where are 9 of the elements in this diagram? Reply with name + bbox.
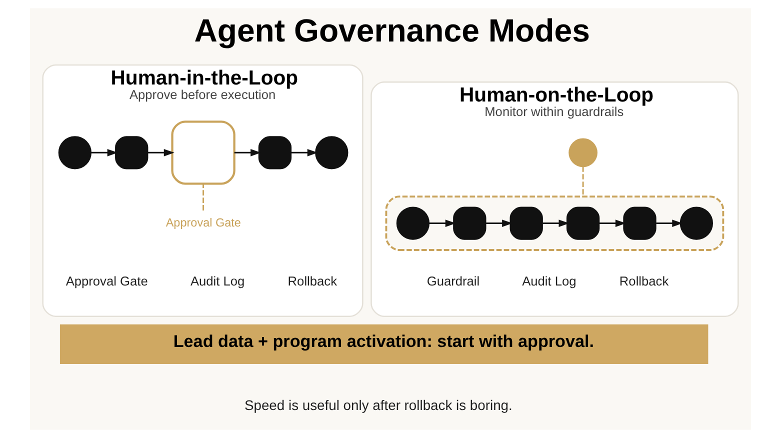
label: Rollback: [287, 273, 337, 288]
label: Audit Log: [522, 273, 576, 288]
diagram-title: Agent Governance Modes: [194, 12, 590, 48]
label: Guardrail: [426, 273, 480, 288]
label: Rollback: [618, 273, 668, 288]
label: Speed is useful only after rollback is boring.: [244, 396, 512, 413]
label: Audit Log: [190, 273, 244, 288]
label: Approval Gate: [65, 273, 148, 288]
node-text: Approval Gate: [165, 216, 240, 230]
